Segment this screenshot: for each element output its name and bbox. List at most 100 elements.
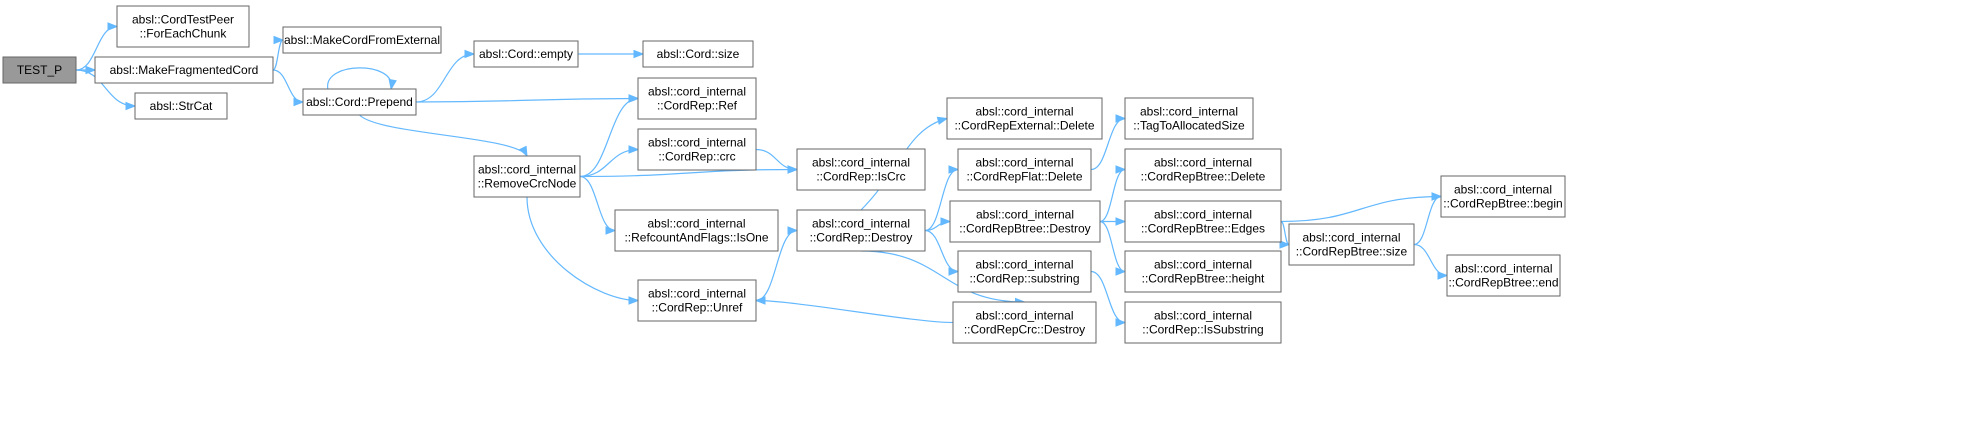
node-box bbox=[1288, 223, 1415, 266]
node-box bbox=[614, 209, 779, 252]
node-label: ::CordRepExternal::Delete bbox=[954, 119, 1094, 133]
node-label: absl::Cord::empty bbox=[479, 47, 573, 61]
edge-cordrepbtree_destroy-to-cordrepbtree_edges bbox=[1100, 217, 1127, 226]
node-label: absl::cord_internal bbox=[1154, 156, 1252, 170]
edge-cord_prepend-to-cordrep_ref bbox=[415, 94, 640, 103]
edge-cord_prepend-to-cord_prepend bbox=[327, 67, 397, 91]
node-box bbox=[957, 148, 1092, 191]
node-cordrepbtree_size[interactable]: absl::cord_internal::CordRepBtree::size bbox=[1288, 223, 1415, 266]
edge-cordrep_destroy-to-cordrep_substring bbox=[924, 229, 960, 276]
node-box bbox=[637, 279, 757, 322]
node-cordrepbtree_edges[interactable]: absl::cord_internal::CordRepBtree::Edges bbox=[1124, 200, 1282, 243]
node-cordrep_iscrc[interactable]: absl::cord_internal::CordRep::IsCrc bbox=[796, 148, 926, 191]
node-label: ::CordRep::Destroy bbox=[810, 231, 913, 245]
node-test_p[interactable]: TEST_P bbox=[2, 56, 77, 84]
node-box bbox=[473, 155, 581, 198]
edge-cordrepbtree_destroy-to-cordrepbtree_height bbox=[1099, 220, 1127, 276]
node-cordrep_substring[interactable]: absl::cord_internal::CordRep::substring bbox=[957, 250, 1092, 293]
node-label: absl::cord_internal bbox=[975, 105, 1073, 119]
edge-cordrepbtree_destroy-to-cordrepbtree_delete bbox=[1099, 165, 1127, 223]
call-graph-nodes: TEST_Pabsl::CordTestPeer::ForEachChunkab… bbox=[2, 5, 1566, 344]
node-cordrepbtree_end[interactable]: absl::cord_internal::CordRepBtree::end bbox=[1446, 254, 1561, 297]
node-box bbox=[1446, 254, 1561, 297]
node-box bbox=[637, 128, 757, 171]
node-makefragmentedcord[interactable]: absl::MakeFragmentedCord bbox=[94, 56, 274, 84]
node-cordrepbtree_height[interactable]: absl::cord_internal::CordRepBtree::heigh… bbox=[1124, 250, 1282, 293]
node-cordrepbtree_delete[interactable]: absl::cord_internal::CordRepBtree::Delet… bbox=[1124, 148, 1282, 191]
edge-cordrep_destroy-to-cordrepbtree_destroy bbox=[924, 217, 952, 232]
node-label: absl::cord_internal bbox=[1154, 309, 1252, 323]
node-label: ::CordRepBtree::size bbox=[1296, 245, 1408, 259]
edge-cord_empty-to-cord_size bbox=[578, 49, 645, 59]
node-label: ::CordRepFlat::Delete bbox=[966, 170, 1082, 184]
node-label: absl::cord_internal bbox=[975, 309, 1073, 323]
node-cordrep_ref[interactable]: absl::cord_internal::CordRep::Ref bbox=[637, 77, 757, 120]
edge-cord_prepend-to-removecrcnode bbox=[359, 114, 528, 158]
node-label: ::CordRepBtree::end bbox=[1448, 276, 1558, 290]
node-cordrepexternal_delete[interactable]: absl::cord_internal::CordRepExternal::De… bbox=[946, 97, 1103, 140]
node-removecrcnode[interactable]: absl::cord_internal::RemoveCrcNode bbox=[473, 155, 581, 198]
node-label: absl::CordTestPeer bbox=[132, 13, 234, 27]
node-label: absl::cord_internal bbox=[1302, 231, 1400, 245]
node-label: absl::cord_internal bbox=[976, 208, 1074, 222]
node-label: ::CordRepBtree::height bbox=[1142, 272, 1265, 286]
node-cordrep_unref[interactable]: absl::cord_internal::CordRep::Unref bbox=[637, 279, 757, 322]
node-box bbox=[116, 5, 250, 48]
node-cordrepflat_delete[interactable]: absl::cord_internal::CordRepFlat::Delete bbox=[957, 148, 1092, 191]
node-label: ::CordRepBtree::Destroy bbox=[959, 222, 1090, 236]
node-box bbox=[1124, 97, 1254, 140]
edge-cordrepbtree_edges-to-cordrepbtree_size bbox=[1279, 220, 1291, 249]
node-box bbox=[1124, 301, 1282, 344]
node-label: ::CordRep::IsSubstring bbox=[1142, 323, 1263, 337]
node-cord_prepend[interactable]: absl::Cord::Prepend bbox=[302, 88, 417, 116]
node-box bbox=[952, 301, 1097, 344]
node-strcat[interactable]: absl::StrCat bbox=[134, 92, 228, 120]
node-label: ::TagToAllocatedSize bbox=[1133, 119, 1245, 133]
node-cord_size[interactable]: absl::Cord::size bbox=[642, 40, 754, 68]
node-box bbox=[796, 148, 926, 191]
node-cord_empty[interactable]: absl::Cord::empty bbox=[473, 40, 579, 68]
node-cordrepbtree_begin[interactable]: absl::cord_internal::CordRepBtree::begin bbox=[1440, 175, 1566, 218]
node-label: absl::cord_internal bbox=[648, 85, 746, 99]
node-makecordfromexternal[interactable]: absl::MakeCordFromExternal bbox=[282, 26, 442, 54]
edge-cordrepcrc_destroy-to-cordrep_unref bbox=[754, 296, 954, 324]
node-label: absl::cord_internal bbox=[1140, 105, 1238, 119]
node-box bbox=[134, 92, 228, 120]
node-cordrep_destroy[interactable]: absl::cord_internal::CordRep::Destroy bbox=[796, 209, 926, 252]
node-label: ::ForEachChunk bbox=[140, 27, 228, 41]
node-label: absl::Cord::Prepend bbox=[306, 95, 413, 109]
edge-removecrcnode-to-refcount_isone bbox=[579, 175, 617, 235]
node-label: absl::MakeFragmentedCord bbox=[110, 63, 259, 77]
node-label: absl::cord_internal bbox=[647, 217, 745, 231]
node-cordrepcrc_destroy[interactable]: absl::cord_internal::CordRepCrc::Destroy bbox=[952, 301, 1097, 344]
node-box bbox=[1124, 148, 1282, 191]
node-box bbox=[949, 200, 1101, 243]
node-label: TEST_P bbox=[17, 63, 62, 77]
node-cordrep_crc[interactable]: absl::cord_internal::CordRep::crc bbox=[637, 128, 757, 171]
node-box bbox=[473, 40, 579, 68]
node-label: ::RemoveCrcNode bbox=[478, 177, 577, 191]
node-box bbox=[796, 209, 926, 252]
edge-cordrepbtree_size-to-cordrepbtree_begin bbox=[1413, 192, 1443, 246]
node-label: absl::cord_internal bbox=[1154, 258, 1252, 272]
edge-removecrcnode-to-cordrep_crc bbox=[579, 145, 640, 178]
node-label: ::CordRep::substring bbox=[969, 272, 1079, 286]
node-cordrep_issubstring[interactable]: absl::cord_internal::CordRep::IsSubstrin… bbox=[1124, 301, 1282, 344]
edge-test_p-to-strcat bbox=[75, 69, 137, 111]
node-label: ::CordRepCrc::Destroy bbox=[964, 323, 1085, 337]
edge-cordrepbtree_edges-to-cordrepbtree_begin bbox=[1280, 192, 1443, 223]
node-tagtoallocatedsize[interactable]: absl::cord_internal::TagToAllocatedSize bbox=[1124, 97, 1254, 140]
node-cordtestpeer_foreachchunk[interactable]: absl::CordTestPeer::ForEachChunk bbox=[116, 5, 250, 48]
edge-cordrep_substring-to-cordrep_issubstring bbox=[1090, 270, 1127, 327]
node-refcount_isone[interactable]: absl::cord_internal::RefcountAndFlags::I… bbox=[614, 209, 779, 252]
node-label: ::CordRepBtree::begin bbox=[1443, 197, 1562, 211]
node-box bbox=[642, 40, 754, 68]
node-label: absl::cord_internal bbox=[975, 156, 1073, 170]
node-box bbox=[1124, 200, 1282, 243]
node-label: absl::cord_internal bbox=[812, 217, 910, 231]
node-box bbox=[1440, 175, 1566, 218]
edge-cordrep_crc-to-cordrep_iscrc bbox=[755, 148, 799, 174]
node-cordrepbtree_destroy[interactable]: absl::cord_internal::CordRepBtree::Destr… bbox=[949, 200, 1101, 243]
node-label: absl::cord_internal bbox=[975, 258, 1073, 272]
